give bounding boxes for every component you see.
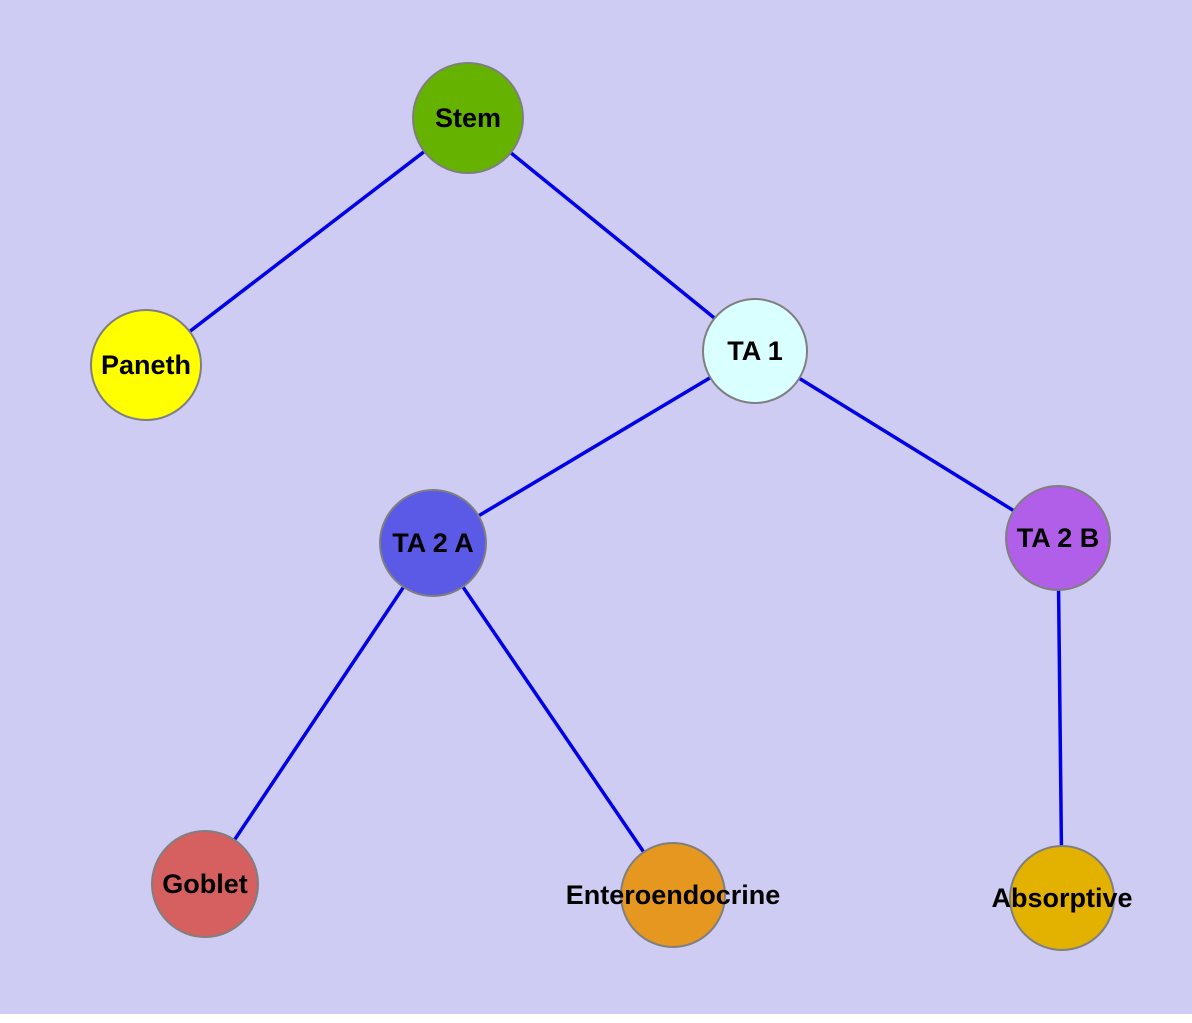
node-absorptive-circle[interactable] [1009, 845, 1115, 951]
node-paneth-circle[interactable] [90, 309, 202, 421]
node-goblet[interactable]: Goblet [151, 830, 259, 938]
node-ta1[interactable]: TA 1 [702, 298, 808, 404]
node-stem[interactable]: Stem [412, 62, 524, 174]
node-stem-circle[interactable] [412, 62, 524, 174]
node-ta2b[interactable]: TA 2 B [1005, 485, 1111, 591]
edge-ta1-ta2b [754, 349, 1059, 540]
node-ta2a[interactable]: TA 2 A [379, 489, 487, 597]
node-ta2a-circle[interactable] [379, 489, 487, 597]
node-goblet-circle[interactable] [151, 830, 259, 938]
edge-ta2a-goblet [203, 542, 435, 885]
node-ta2b-circle[interactable] [1005, 485, 1111, 591]
edge-ta2b-absorptive [1056, 537, 1064, 899]
edge-stem-ta1 [466, 116, 757, 353]
node-paneth[interactable]: Paneth [90, 309, 202, 421]
node-enteroendocrine-circle[interactable] [620, 842, 726, 948]
edge-stem-paneth [144, 116, 470, 367]
edge-ta2a-enteroendocrine [431, 542, 675, 896]
edge-ta1-ta2a [432, 349, 756, 545]
node-ta1-circle[interactable] [702, 298, 808, 404]
